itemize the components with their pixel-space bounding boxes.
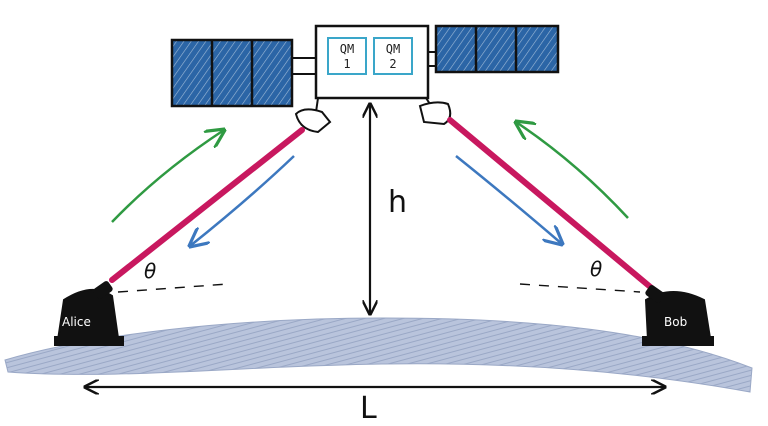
station-label-bob: Bob xyxy=(664,315,687,329)
uplink-arrow-right xyxy=(516,122,629,219)
uplink-arrow-left xyxy=(111,130,224,223)
qm1-line1: QM xyxy=(340,42,354,56)
ground-station-alice: Alice xyxy=(54,281,124,346)
distance-label: L xyxy=(360,391,377,426)
angle-label-left: θ xyxy=(144,259,156,283)
qm2-line2: 2 xyxy=(389,57,396,71)
telescope-icon-right xyxy=(418,97,452,126)
angle-reference-left xyxy=(117,283,229,293)
solar-panel-right xyxy=(428,24,560,74)
angle-reference-right xyxy=(519,283,641,293)
quantum-memory-1 xyxy=(327,37,367,75)
satellite-icon: QM 1 QM 2 xyxy=(314,24,430,100)
downlink-arrow-right xyxy=(455,155,562,244)
station-label-alice: Alice xyxy=(62,315,91,329)
qm1-line2: 1 xyxy=(343,57,350,71)
earth-surface xyxy=(4,317,753,393)
quantum-memory-2 xyxy=(373,37,413,75)
qm2-line1: QM xyxy=(386,42,400,56)
angle-label-right: θ xyxy=(590,257,602,281)
telescope-icon-left xyxy=(294,97,332,134)
laser-link-alice xyxy=(109,127,305,283)
solar-panel-left xyxy=(170,38,318,108)
ground-station-bob: Bob xyxy=(642,285,714,346)
altitude-label: h xyxy=(388,185,407,220)
downlink-arrow-left xyxy=(190,155,295,246)
laser-link-bob xyxy=(447,117,657,293)
